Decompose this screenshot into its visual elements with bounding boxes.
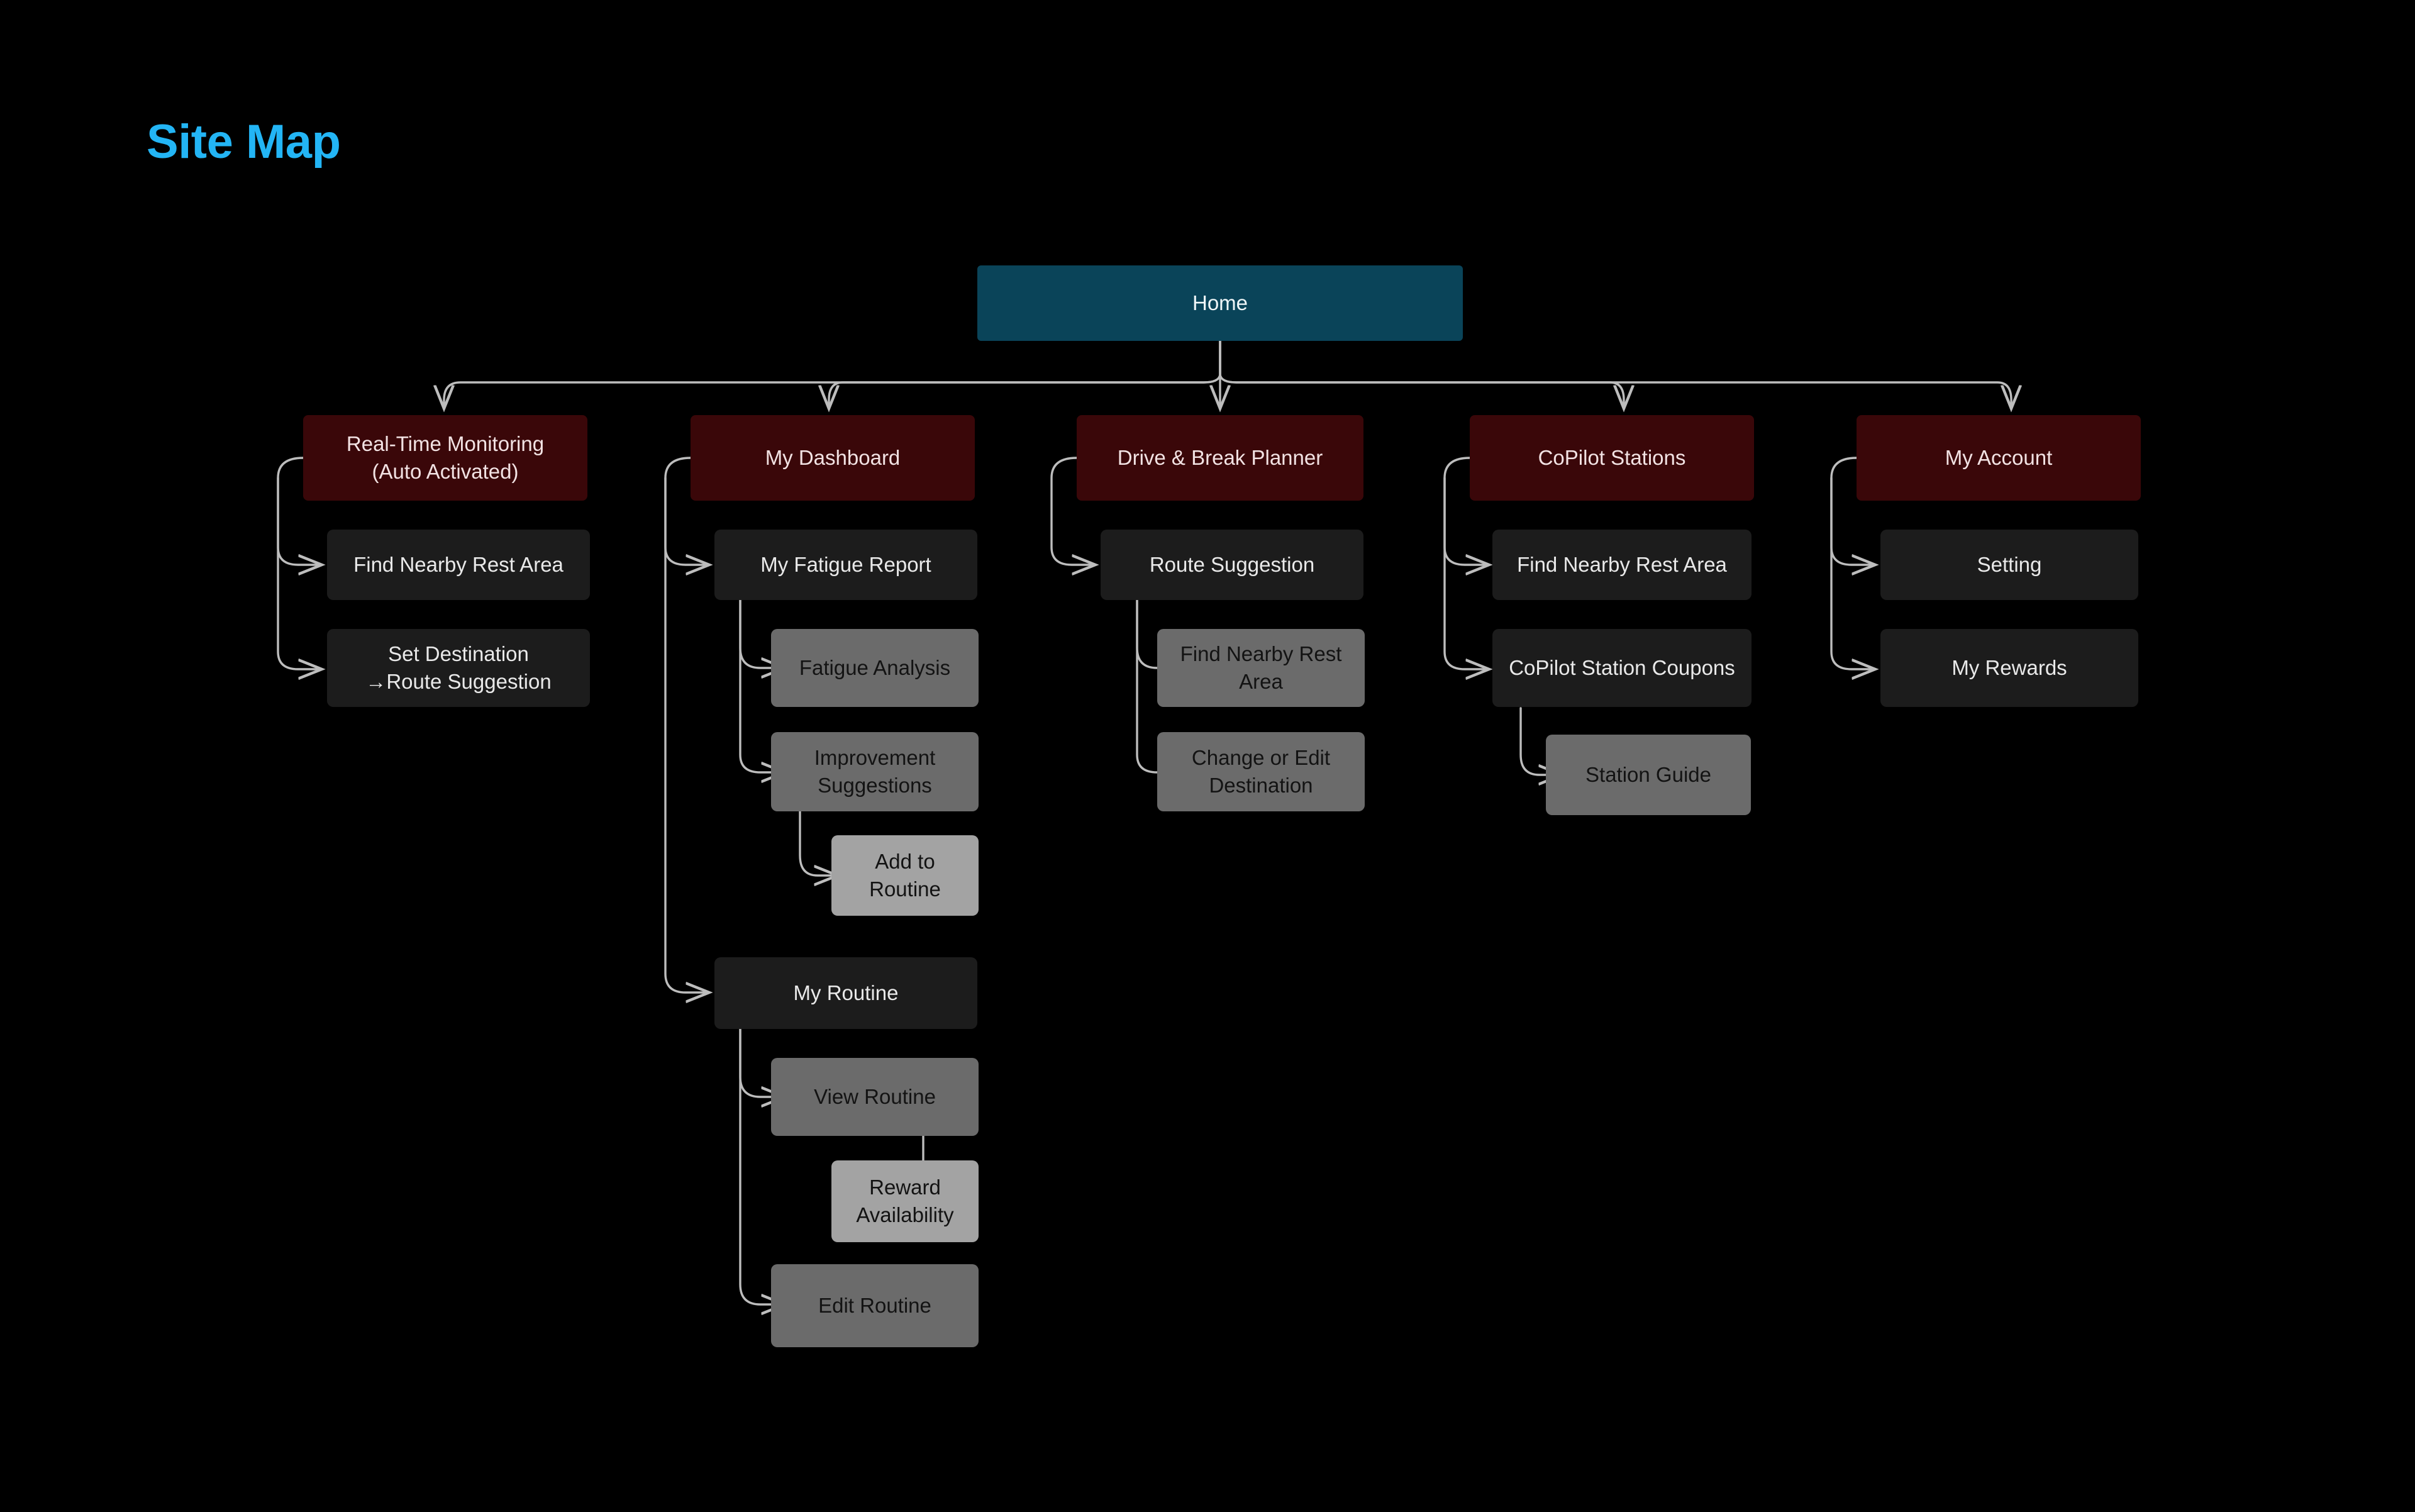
node-view-routine[interactable]: View Routine — [771, 1058, 979, 1136]
edge-home-to-my-account — [1219, 340, 2011, 408]
node-cps-find-nearby-rest-area[interactable]: Find Nearby Rest Area — [1492, 530, 1752, 600]
edge-home-to-my-dashboard — [829, 340, 1221, 408]
node-rtm-set-destination-route-suggestion[interactable]: Set Destination →Route Suggestion — [327, 629, 590, 707]
node-edit-routine[interactable]: Edit Routine — [771, 1264, 979, 1347]
edge-account-to-my-rewards — [1830, 477, 1874, 669]
node-station-guide[interactable]: Station Guide — [1546, 735, 1751, 815]
edge-copilot-to-station-coupons — [1443, 477, 1488, 669]
node-rtm-find-nearby-rest-area[interactable]: Find Nearby Rest Area — [327, 530, 590, 600]
edge-rtm-to-set-destination — [277, 477, 321, 669]
node-route-suggestion[interactable]: Route Suggestion — [1101, 530, 1363, 600]
node-my-dashboard[interactable]: My Dashboard — [691, 415, 975, 501]
node-fatigue-analysis[interactable]: Fatigue Analysis — [771, 629, 979, 707]
node-home[interactable]: Home — [977, 265, 1463, 341]
edge-dashboard-to-my-routine — [664, 477, 708, 992]
node-copilot-stations[interactable]: CoPilot Stations — [1470, 415, 1754, 501]
edge-home-to-copilot-stations — [1219, 340, 1624, 408]
node-real-time-monitoring[interactable]: Real-Time Monitoring (Auto Activated) — [303, 415, 587, 501]
page-title: Site Map — [147, 115, 341, 169]
node-my-account[interactable]: My Account — [1857, 415, 2141, 501]
node-improvement-suggestions[interactable]: Improvement Suggestions — [771, 732, 979, 811]
node-my-fatigue-report[interactable]: My Fatigue Report — [714, 530, 977, 600]
node-my-rewards[interactable]: My Rewards — [1880, 629, 2138, 707]
node-dbp-find-nearby-rest-area[interactable]: Find Nearby Rest Area — [1157, 629, 1365, 707]
node-drive-break-planner[interactable]: Drive & Break Planner — [1077, 415, 1363, 501]
node-my-routine[interactable]: My Routine — [714, 957, 977, 1029]
node-change-or-edit-destination[interactable]: Change or Edit Destination — [1157, 732, 1365, 811]
node-copilot-station-coupons[interactable]: CoPilot Station Coupons — [1492, 629, 1752, 707]
edge-home-to-real-time-monitoring — [444, 340, 1221, 408]
node-setting[interactable]: Setting — [1880, 530, 2138, 600]
node-add-to-routine[interactable]: Add to Routine — [831, 835, 979, 916]
node-reward-availability[interactable]: Reward Availability — [831, 1160, 979, 1242]
